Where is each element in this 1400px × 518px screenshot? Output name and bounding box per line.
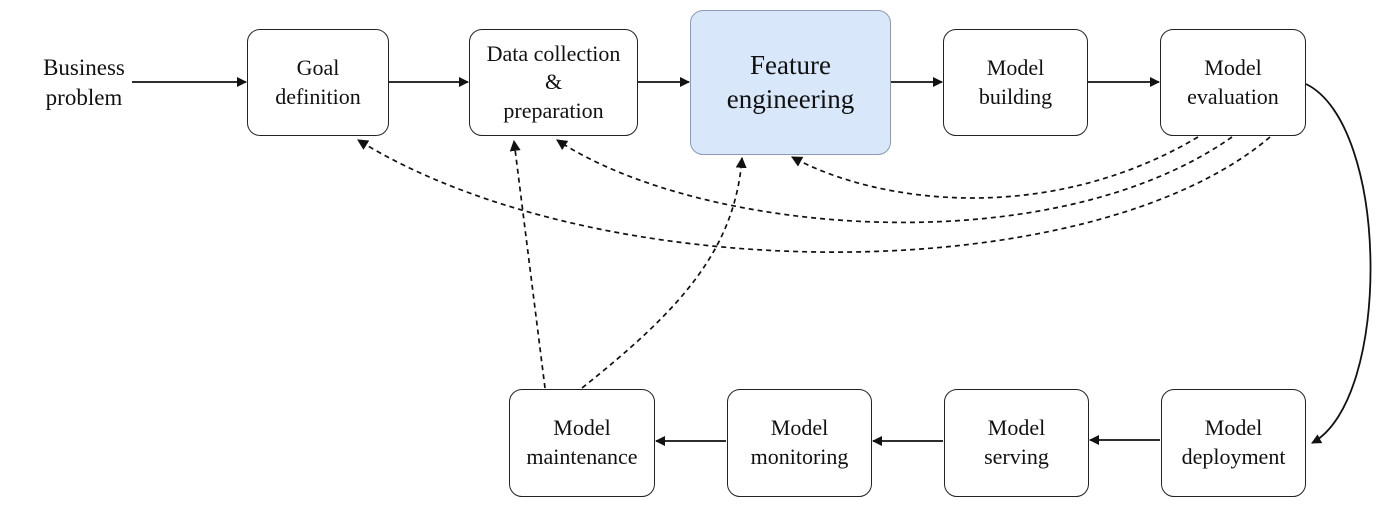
node-feature-engineering-label: Feature engineering: [726, 49, 855, 114]
node-model-serving-label: Model serving: [984, 415, 1049, 469]
node-goal-definition-label: Goal definition: [275, 54, 361, 109]
node-data-collection: Data collection & preparation: [469, 29, 638, 136]
feedback-maintenance-to-data: [509, 139, 546, 389]
node-model-building-label: Model building: [978, 54, 1053, 109]
feedback-evaluation-to-feature: [791, 136, 1199, 199]
node-feature-engineering: Feature engineering: [690, 10, 891, 155]
node-model-monitoring: Model monitoring: [727, 389, 872, 497]
feedback-maintenance-to-feature: [581, 156, 747, 389]
node-model-monitoring-label: Model monitoring: [750, 415, 849, 469]
arrow-evaluation-to-deployment: [1305, 83, 1372, 444]
node-model-serving: Model serving: [944, 389, 1089, 497]
node-model-deployment-label: Model deployment: [1181, 415, 1286, 469]
feedback-evaluation-to-goal: [357, 136, 1271, 253]
business-problem-label: Business problem: [43, 55, 125, 110]
node-model-maintenance-label: Model maintenance: [526, 415, 638, 469]
node-data-collection-label: Data collection & preparation: [486, 40, 621, 123]
node-model-evaluation-label: Model evaluation: [1187, 54, 1279, 109]
node-goal-definition: Goal definition: [247, 29, 389, 136]
node-model-evaluation: Model evaluation: [1160, 29, 1306, 136]
node-model-deployment: Model deployment: [1161, 389, 1306, 497]
node-model-building: Model building: [943, 29, 1088, 136]
feedback-evaluation-to-data: [556, 136, 1233, 224]
node-model-maintenance: Model maintenance: [509, 389, 655, 497]
